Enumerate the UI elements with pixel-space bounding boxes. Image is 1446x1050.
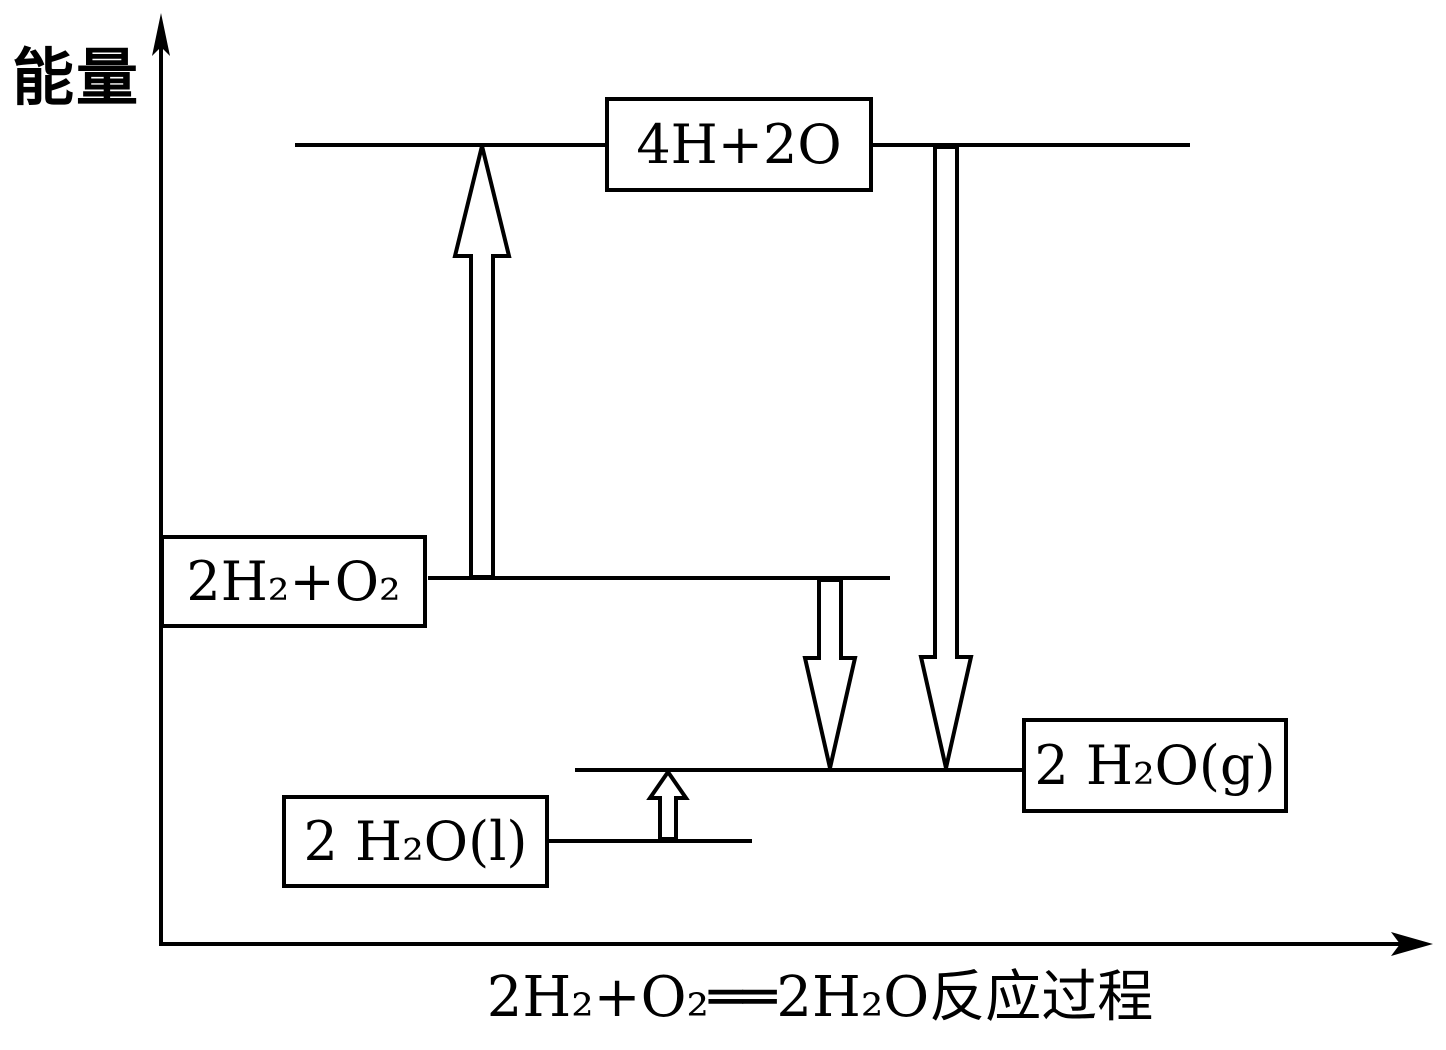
y-axis-arrowhead-icon <box>152 13 170 56</box>
x-axis-label: 2H₂+O₂══2H₂O反应过程 <box>486 965 1154 1030</box>
y-axis-label: 能量 <box>12 41 141 114</box>
level-box-atoms: 4H+2O <box>605 97 873 192</box>
up-arrow-reactants-to-atoms-icon <box>452 145 512 579</box>
down-arrow-reactants-to-gas-icon <box>802 578 858 769</box>
level-box-reactants: 2H₂+O₂ <box>160 535 427 628</box>
up-arrow-liquid-to-gas-icon <box>646 768 690 841</box>
x-axis-arrowhead-icon <box>1391 932 1433 956</box>
level-box-water-gas: 2 H₂O(g) <box>1022 718 1288 813</box>
level-box-water-liquid: 2 H₂O(l) <box>282 795 549 888</box>
down-arrow-atoms-to-gas-icon <box>918 145 974 769</box>
